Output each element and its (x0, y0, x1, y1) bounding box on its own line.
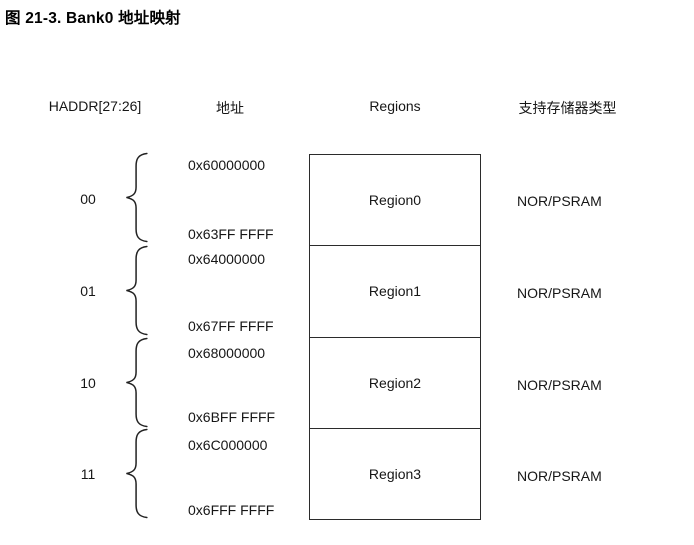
haddr-bits-row2: 10 (80, 375, 96, 391)
brace-icon (121, 244, 149, 337)
address-end-row2: 0x6BFF FFFF (188, 409, 276, 425)
address-start-row2: 0x68000000 (188, 345, 266, 361)
address-end-row0: 0x63FF FFFF (188, 226, 274, 242)
memory-type-row0: NOR/PSRAM (517, 193, 602, 209)
brace-icon (121, 151, 149, 244)
figure-title: 图 21-3. Bank0 地址映射 (5, 10, 181, 27)
address-end-row3: 0x6FFF FFFF (188, 502, 275, 518)
region-cell-0: Region0 (310, 155, 480, 247)
haddr-bits-row3: 11 (80, 466, 96, 482)
brace-icon (121, 336, 149, 429)
address-start-row1: 0x64000000 (188, 251, 266, 267)
memory-type-row1: NOR/PSRAM (517, 285, 602, 301)
column-header-regions: Regions (369, 98, 421, 114)
address-start-row0: 0x60000000 (188, 157, 266, 173)
region-cell-2: Region2 (310, 338, 480, 429)
brace-icon (121, 427, 149, 520)
column-header-memory-type: 支持存储器类型 (518, 100, 617, 116)
haddr-bits-row0: 00 (80, 191, 96, 207)
region-cell-1: Region1 (310, 246, 480, 338)
column-header-address: 地址 (216, 100, 244, 116)
region-cell-3: Region3 (368, 465, 422, 482)
address-start-row3: 0x6C000000 (188, 437, 268, 453)
address-end-row1: 0x67FF FFFF (188, 318, 274, 334)
haddr-bits-row1: 01 (80, 283, 96, 299)
memory-type-row2: NOR/PSRAM (517, 377, 602, 393)
region-box-stack: Region0 Region1 Region2 Region3 (309, 154, 481, 520)
column-header-haddr: HADDR[27:26] (48, 98, 142, 114)
memory-type-row3: NOR/PSRAM (517, 468, 602, 484)
